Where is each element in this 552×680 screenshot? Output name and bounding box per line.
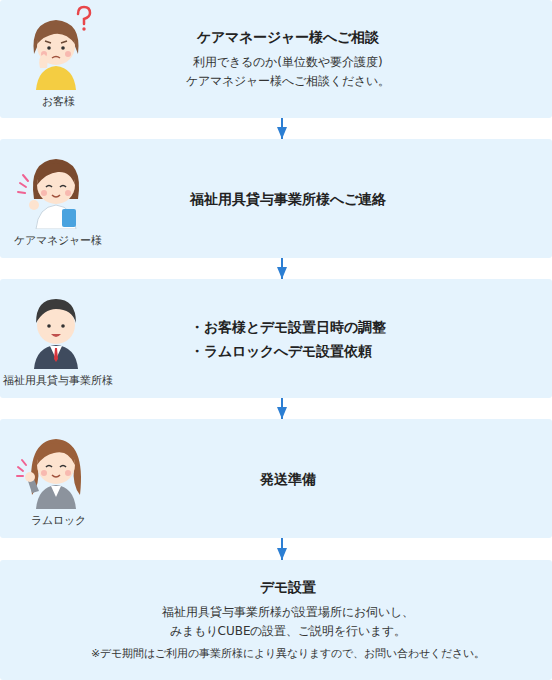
person-illustration xyxy=(14,4,98,90)
flow-arrow xyxy=(281,398,283,419)
step-body: 利用できるのか(単位数や要介護度) ケアマネジャー様へご相談ください。 xyxy=(138,53,438,91)
actor-label: お客様 xyxy=(0,95,116,109)
step-text-area: 発送準備 xyxy=(24,469,552,489)
step-band: ラムロック 発送準備 xyxy=(0,419,552,538)
step-note: ※デモ期間はご利用の事業所様により異なりますので、お問い合わせください。 xyxy=(91,645,485,663)
actor-label: 福祉用具貸与事業所様 xyxy=(0,374,116,388)
step-heading: デモ設置 xyxy=(91,577,485,597)
step-heading: ケアマネージャー様へご相談 xyxy=(138,27,438,47)
step-heading: 福祉用具貸与事業所様へご連絡 xyxy=(190,189,386,209)
step-text-area: ・お客様とデモ設置日時の調整・ラムロックへデモ設置依頼 xyxy=(24,315,552,363)
actor-label: ケアマネジャー様 xyxy=(0,234,116,248)
person-illustration xyxy=(14,283,98,369)
step-text-block: ・お客様とデモ設置日時の調整・ラムロックへデモ設置依頼 xyxy=(190,315,386,363)
step-text-area: 福祉用具貸与事業所様へご連絡 xyxy=(24,189,552,209)
flow-arrow xyxy=(281,118,283,139)
flow-arrow xyxy=(281,538,283,560)
step-band: 福祉用具貸与事業所様 ・お客様とデモ設置日時の調整・ラムロックへデモ設置依頼 xyxy=(0,279,552,398)
step-heading: 発送準備 xyxy=(260,469,316,489)
step-text-area: デモ設置福祉用具貸与事業所様が設置場所にお伺いし、 みまもりCUBEの設置、ご説… xyxy=(24,577,552,663)
step-text-block: 福祉用具貸与事業所様へご連絡 xyxy=(190,189,386,209)
step-body: 福祉用具貸与事業所様が設置場所にお伺いし、 みまもりCUBEの設置、ご説明を行い… xyxy=(138,603,438,641)
step-text-block: 発送準備 xyxy=(260,469,316,489)
step-band: デモ設置福祉用具貸与事業所様が設置場所にお伺いし、 みまもりCUBEの設置、ご説… xyxy=(0,560,552,680)
person-illustration xyxy=(14,423,98,509)
step-band: ケアマネジャー様 福祉用具貸与事業所様へご連絡 xyxy=(0,139,552,258)
step-text-block: デモ設置福祉用具貸与事業所様が設置場所にお伺いし、 みまもりCUBEの設置、ご説… xyxy=(91,577,485,663)
step-bullet: ・ラムロックへデモ設置依頼 xyxy=(190,339,386,363)
step-bullet: ・お客様とデモ設置日時の調整 xyxy=(190,315,386,339)
step-text-block: ケアマネージャー様へご相談利用できるのか(単位数や要介護度) ケアマネジャー様へ… xyxy=(138,27,438,91)
step-text-area: ケアマネージャー様へご相談利用できるのか(単位数や要介護度) ケアマネジャー様へ… xyxy=(24,27,552,91)
step-band: お客様 ケアマネージャー様へご相談利用できるのか(単位数や要介護度) ケアマネジャ… xyxy=(0,0,552,118)
person-illustration xyxy=(14,143,98,229)
actor-label: ラムロック xyxy=(0,514,116,528)
flow-arrow xyxy=(281,258,283,279)
